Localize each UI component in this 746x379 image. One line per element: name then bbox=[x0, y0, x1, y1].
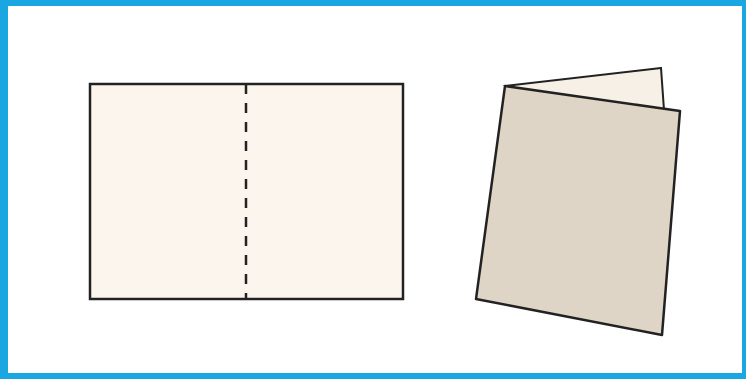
flat-paper-sheet bbox=[90, 84, 403, 299]
flat-card bbox=[90, 84, 403, 299]
folded-card-front-panel bbox=[476, 86, 680, 335]
folded-card bbox=[476, 68, 680, 335]
